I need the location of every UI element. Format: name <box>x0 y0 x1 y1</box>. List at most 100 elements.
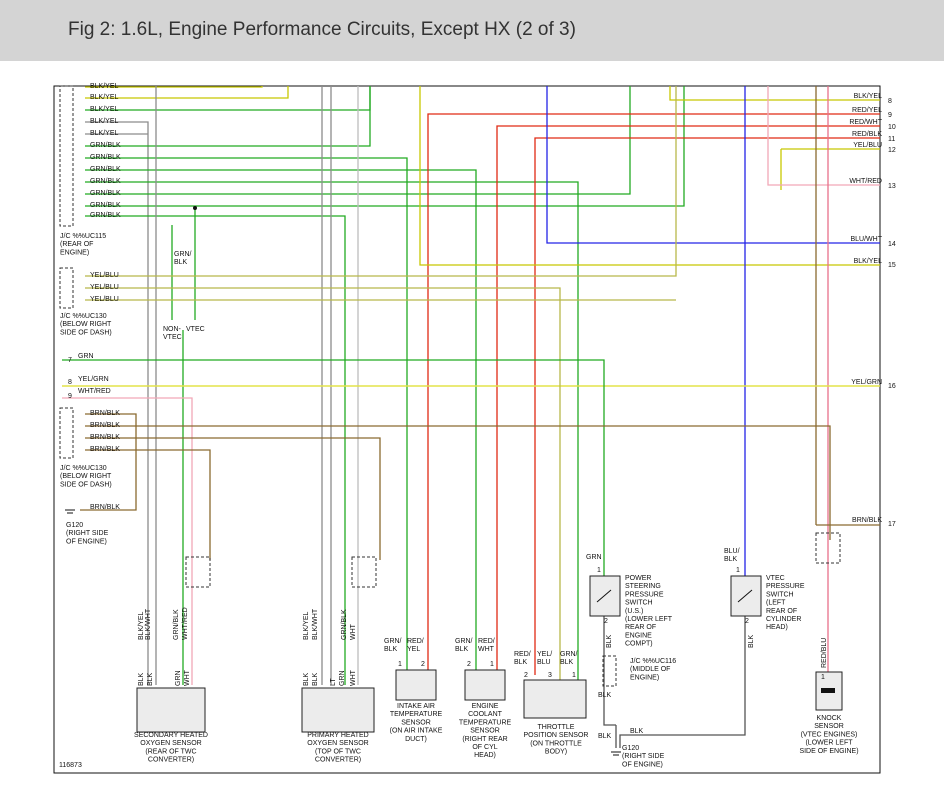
wire-label: GRN/BLK <box>90 212 121 219</box>
wire-brn-blk <box>85 425 831 540</box>
wire-label: BLK <box>384 646 398 653</box>
wire-wht-red-9 <box>62 397 193 685</box>
component-label: ENGINE <box>625 632 652 639</box>
component-label: SIDE OF ENGINE) <box>799 748 858 755</box>
wire-reference-number: 8 <box>68 379 72 386</box>
wire-label: BLK <box>598 692 612 699</box>
wire-red-blk-11 <box>534 137 880 675</box>
engine-coolant-temperature-sensor <box>464 669 506 701</box>
wire-label: WHT/RED <box>849 178 882 185</box>
component-label: PRIMARY HEATED <box>307 732 368 739</box>
wire-grn-blk <box>85 157 408 675</box>
component-label: VTEC <box>766 575 785 582</box>
wire-label: BLK <box>560 659 574 666</box>
wire-label: GRN/BLK <box>90 142 121 149</box>
wire-yel-blu <box>85 86 677 277</box>
component-label: CONVERTER) <box>315 757 361 764</box>
wire-wht-red-13 <box>767 86 880 186</box>
ground-label: OF ENGINE) <box>66 538 107 545</box>
wire-label: GRN/ <box>560 651 578 658</box>
component-label: TEMPERATURE <box>390 711 443 718</box>
junction-label: SIDE OF DASH) <box>60 481 112 488</box>
wire-brn-blk <box>80 413 137 511</box>
pin-label: 1 <box>597 567 601 574</box>
wire-blk-yel-15 <box>419 86 880 266</box>
wire-label: GRN/ <box>384 638 402 645</box>
component-label: (REAR OF TWC <box>145 748 196 755</box>
figure-header: Fig 2: 1.6L, Engine Performance Circuits… <box>0 0 944 61</box>
vertical-wire-label: WHT <box>350 623 357 640</box>
wire-brn-blk <box>85 437 381 560</box>
wire-label: BLK <box>514 659 528 666</box>
wire-reference-number: 9 <box>888 112 892 119</box>
connector-knock <box>815 532 841 564</box>
connector-primary <box>351 556 377 588</box>
wire-reference-number: 8 <box>888 98 892 105</box>
wire-label: BLK/YEL <box>90 94 119 101</box>
junction-label: J/C %%UC130 <box>60 465 107 472</box>
component-label: OXYGEN SENSOR <box>140 740 201 747</box>
wire-reference-number: 9 <box>68 393 72 400</box>
component-label: CONVERTER) <box>148 757 194 764</box>
labels: BLK/YEL8RED/YEL9RED/WHT10RED/BLK11YEL/BL… <box>60 83 896 768</box>
wire-label: BLK/YEL <box>90 83 119 90</box>
pin-label: 2 <box>467 661 471 668</box>
pin-label: 1 <box>821 674 825 681</box>
ground-label: (RIGHT SIDE <box>622 753 665 760</box>
vertical-wire-label: BLK/WHT <box>145 608 152 640</box>
junction-label: J/C %%UC116 <box>630 658 676 665</box>
vertical-wire-label: BLK/YEL <box>138 611 145 640</box>
wire-label: GRN <box>586 554 602 561</box>
wire-label: BRN/BLK <box>852 517 882 524</box>
component-label: SWITCH <box>766 591 794 598</box>
component-label: CYLINDER <box>766 616 801 623</box>
wire-label: YEL/GRN <box>78 376 109 383</box>
junction-label: J/C %%UC115 <box>60 233 106 240</box>
junction-connector-uc115 <box>59 85 74 227</box>
component-label: KNOCK <box>817 715 842 722</box>
switch-label: VTEC <box>163 334 182 341</box>
component-label: HEAD) <box>474 752 496 759</box>
wire-grn-blk <box>85 86 371 147</box>
wire-grn-blk <box>85 169 477 675</box>
wire-label: YEL/GRN <box>851 379 882 386</box>
figure-id: 116873 <box>59 762 82 769</box>
wire-label: YEL/BLU <box>853 142 882 149</box>
wire-blk <box>603 616 616 726</box>
component-label: REAR OF <box>766 608 797 615</box>
wire-label: RED/YEL <box>852 107 882 114</box>
component-label: OXYGEN SENSOR <box>307 740 368 747</box>
wire-reference-number: 15 <box>888 262 896 269</box>
wire-label: YEL/ <box>537 651 552 658</box>
wire-label: GRN/BLK <box>90 202 121 209</box>
junction-label: J/C %%UC130 <box>60 313 107 320</box>
component-label: SECONDARY HEATED <box>134 732 208 739</box>
vertical-wire-label: GRN/BLK <box>173 609 180 640</box>
ground-label: OF ENGINE) <box>622 761 663 768</box>
wire-grn-7 <box>62 359 605 578</box>
wire-label: RED/BLK <box>852 131 882 138</box>
knock-sensor <box>815 671 843 711</box>
connector-secondary <box>185 556 211 588</box>
component-label: STEERING <box>625 583 661 590</box>
diagram-frame <box>53 85 881 774</box>
junction-label: (REAR OF <box>60 241 93 248</box>
component-label: (LOWER LEFT <box>625 616 673 623</box>
pin-label: BLK <box>312 672 319 686</box>
knock-element <box>821 688 835 693</box>
wire-label: GRN/ <box>455 638 473 645</box>
wire-label: BLK <box>174 259 188 266</box>
wire-label: BLK/YEL <box>90 118 119 125</box>
component-label: POSITION SENSOR <box>524 732 589 739</box>
pin-label: 3 <box>548 672 552 679</box>
wire-label: BLU <box>537 659 551 666</box>
pin-label: WHT <box>184 669 191 686</box>
wire-grn-blk <box>85 215 346 685</box>
switch-label: NON- <box>163 326 182 333</box>
wire-label: BRN/BLK <box>90 504 120 511</box>
wire-label: BLU/ <box>724 548 740 555</box>
wire-label: RED/ <box>478 638 495 645</box>
wire-label: BLK/YEL <box>854 93 883 100</box>
component-label: (LOWER LEFT <box>805 740 853 747</box>
